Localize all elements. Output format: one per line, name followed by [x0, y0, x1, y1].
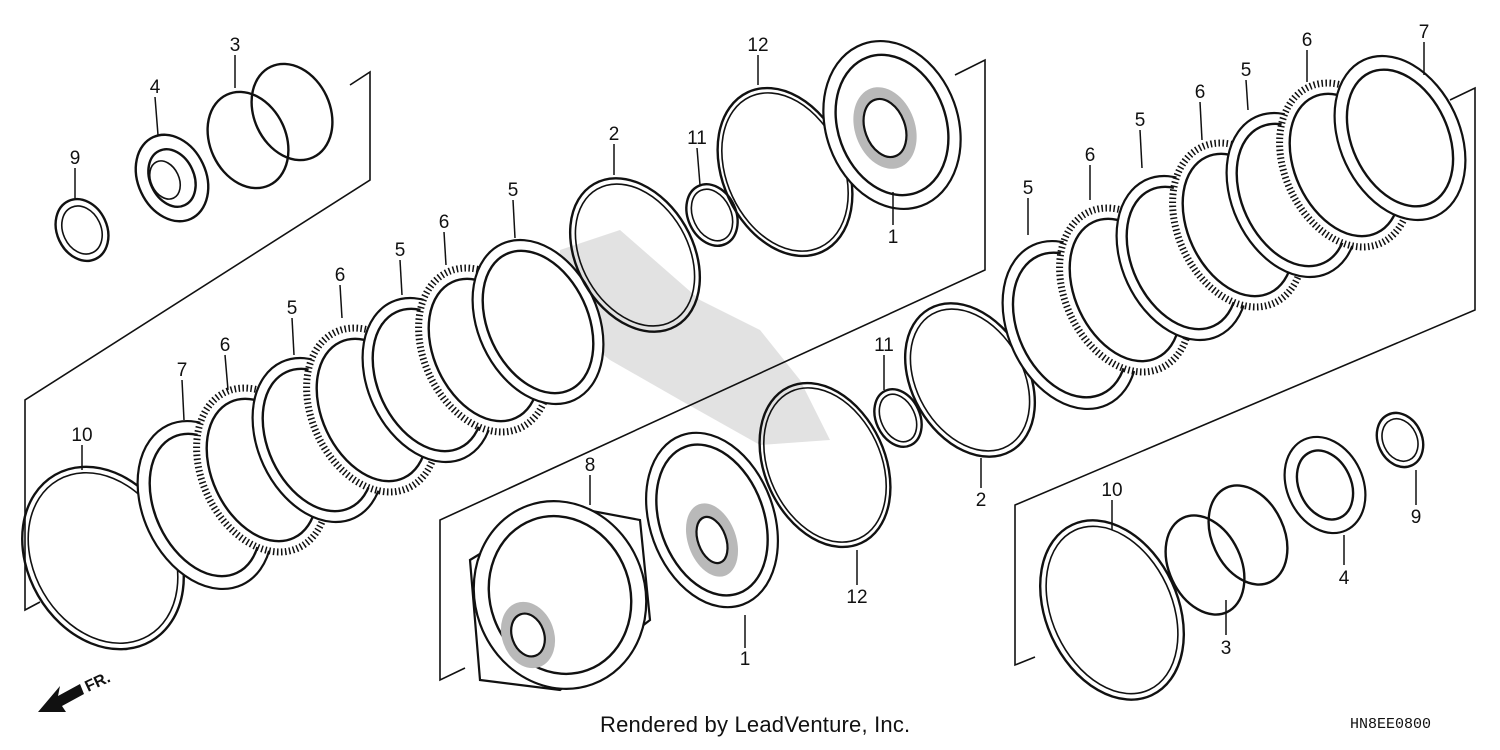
leader-lines	[74, 42, 1425, 648]
end-plate-7-right	[1333, 54, 1467, 222]
callout-7-right: 7	[1419, 22, 1430, 43]
o-ring-11-bottom	[873, 388, 923, 448]
callout-12-bottom: 12	[846, 587, 867, 608]
diagram-code: HN8EE0800	[1350, 716, 1432, 733]
callout-4-left: 4	[150, 77, 161, 98]
hub-4-left	[134, 133, 210, 223]
callout-5-d: 5	[1023, 178, 1034, 199]
snap-ring-2-top	[568, 177, 702, 333]
ring-set-3-left	[206, 62, 334, 190]
callout-5-f: 5	[1241, 60, 1252, 81]
clutch-plate-5-c	[471, 238, 605, 406]
hub-4-right	[1283, 435, 1367, 535]
callout-6-f: 6	[1302, 30, 1313, 51]
callout-7-left: 7	[177, 360, 188, 381]
callout-5-b: 5	[395, 240, 406, 261]
callout-6-e: 6	[1195, 82, 1206, 103]
callout-2-top: 2	[609, 124, 620, 145]
callout-10-right: 10	[1101, 480, 1122, 501]
clutch-drum-8	[468, 500, 652, 692]
render-credit: Rendered by LeadVenture, Inc.	[600, 712, 911, 737]
callout-6-b: 6	[335, 265, 346, 286]
group-box-top-left	[24, 70, 371, 612]
ring-set-3-right	[1164, 484, 1289, 616]
group-box-center	[439, 58, 986, 682]
watermark-logo	[560, 230, 830, 445]
callout-9-right: 9	[1411, 507, 1422, 528]
callout-11-bottom: 11	[874, 335, 894, 356]
snap-ring-9-left	[54, 197, 110, 263]
piston-1-top	[822, 39, 962, 211]
snap-ring-10-right	[1038, 519, 1186, 701]
callout-11-top: 11	[687, 128, 707, 149]
callout-9-left: 9	[70, 148, 81, 169]
callout-6-a: 6	[220, 335, 231, 356]
snap-ring-9-right	[1375, 411, 1425, 469]
o-ring-11-top	[685, 183, 739, 247]
callout-2-bottom: 2	[976, 490, 987, 511]
front-marker-label: FR.	[83, 669, 114, 695]
callout-5-a: 5	[287, 298, 298, 319]
front-direction-arrow: FR.	[38, 669, 113, 712]
callout-10-left: 10	[71, 425, 92, 446]
o-ring-12-bottom	[758, 381, 892, 549]
callout-12-top: 12	[747, 35, 768, 56]
callout-1-bottom: 1	[740, 649, 751, 670]
callout-3-right: 3	[1221, 638, 1232, 659]
callout-4-right: 4	[1339, 568, 1350, 589]
callout-6-c: 6	[439, 212, 450, 233]
callout-5-e: 5	[1135, 110, 1146, 131]
callout-8: 8	[585, 455, 596, 476]
group-box-right	[1014, 86, 1476, 667]
callout-3-left: 3	[230, 35, 241, 56]
callout-1-top: 1	[888, 227, 899, 248]
callout-5-c: 5	[508, 180, 519, 201]
piston-1-bottom	[645, 431, 779, 609]
callout-labels: 9 4 3 10 7 6 5 6 5 6 5 2 11 12 1 8 1 12 …	[70, 22, 1430, 670]
callout-6-d: 6	[1085, 145, 1096, 166]
